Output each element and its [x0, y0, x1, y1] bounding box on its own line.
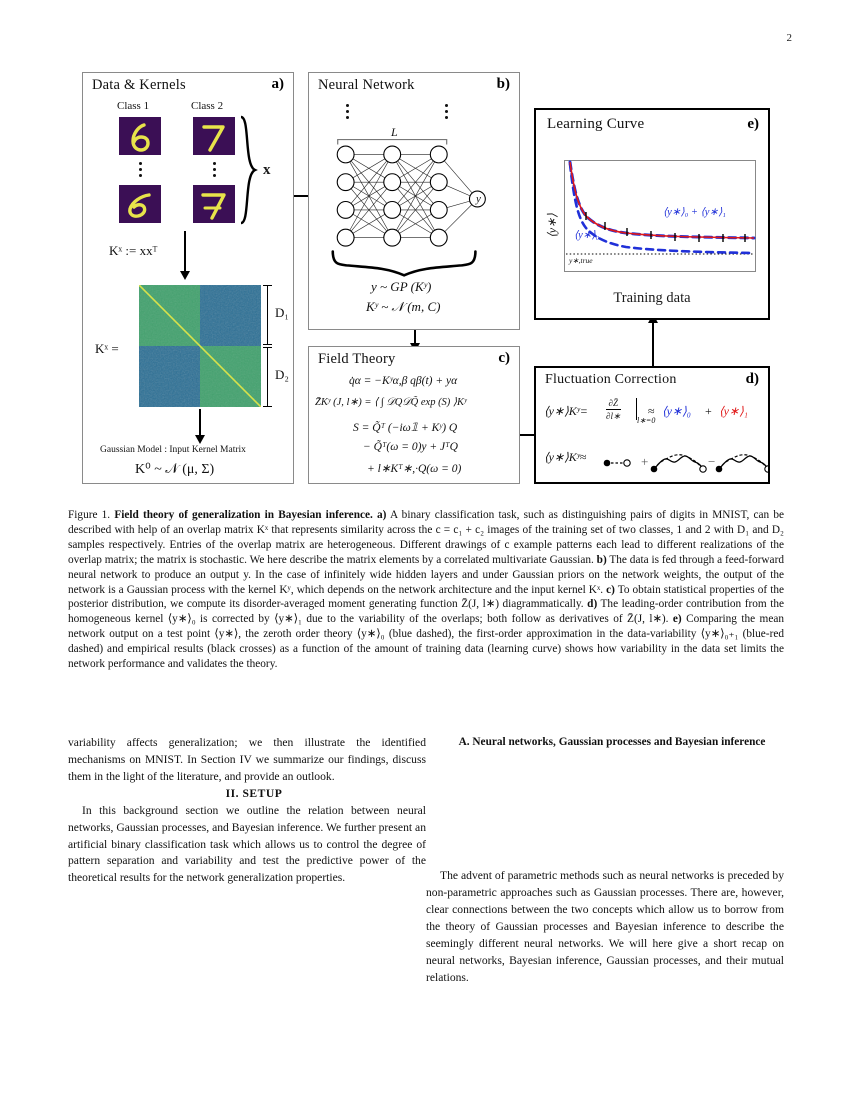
data-brace: [240, 115, 258, 225]
class-1-label: Class 1: [117, 100, 150, 112]
kernel-definition-eq: Kˣ := xxᵀ: [109, 243, 158, 258]
class-2-label: Class 2: [191, 100, 224, 112]
left-paragraph-1: In this background section we outline th…: [68, 803, 426, 885]
fluct-eq1-term0: ⟨y∗⟩₀: [662, 404, 691, 418]
dimension-label-d2: D₂: [275, 367, 289, 382]
legend-sum-label: ⟨y∗⟩₀ + ⟨y∗⟩₁: [663, 207, 726, 218]
digit-image-class2-bottom: [193, 185, 235, 223]
network-dots-right: [441, 101, 451, 122]
caption-label: Figure 1.: [68, 509, 111, 521]
figure-1: Data & Kernels a) Class 1 Class 2: [68, 64, 784, 494]
fraction-bar-vertical: [636, 398, 637, 420]
dimension-label-d1: D₁: [275, 305, 289, 320]
kernel-matrix-image: [139, 285, 261, 407]
panel-c-title: Field Theory: [318, 351, 396, 367]
panel-e-letter: e): [747, 116, 759, 132]
panel-neural-network: Neural Network b) L: [308, 72, 520, 330]
panel-b-title: Neural Network: [318, 77, 415, 93]
panel-c-letter: c): [498, 350, 510, 366]
gaussian-model-label: Gaussian Model : Input Kernel Matrix: [100, 445, 246, 455]
feynman-plus-sign: +: [641, 454, 649, 469]
digit-image-class2-top: [193, 117, 235, 155]
fluct-eq1-lhs: ⟨y∗⟩Kʸ=: [544, 404, 588, 418]
panel-d-title: Fluctuation Correction: [545, 372, 677, 387]
body-column-left: variability affects generalization; we t…: [68, 735, 426, 887]
vertical-dots-class1: [135, 159, 145, 180]
field-theory-eq-4: − Q̃ᵀ(ω = 0)y + JᵀQ: [363, 441, 458, 453]
caption-segment-text: The data is fed through a feed-forward n…: [68, 553, 784, 596]
baseline-true-label: y∗,true: [569, 256, 593, 265]
fluct-eq2-lhs: ⟨y∗⟩Kʸ≈: [544, 450, 587, 464]
neural-network-diagram: [331, 138, 486, 277]
figure-caption: Figure 1. Field theory of generalization…: [68, 508, 784, 672]
feynman-minus-sign: −: [708, 454, 716, 469]
fluct-eq1-plus: +: [705, 404, 712, 418]
fluct-eq1-term1: ⟨y∗⟩₁: [719, 404, 748, 418]
gp-equation-1: y ~ GP (Kʸ): [371, 279, 432, 294]
x-axis-label: Training data: [613, 290, 691, 306]
panel-e-title: Learning Curve: [547, 116, 645, 132]
connector-b-to-c: [410, 330, 419, 352]
caption-bold-title: Field theory of generalization in Bayesi…: [114, 509, 373, 521]
panel-b-letter: b): [496, 76, 510, 92]
caption-body: a) A binary classification task, such as…: [68, 509, 784, 670]
field-theory-eq-3: S = Q̃ᵀ (−iω𝟙 + Kʸ) Q: [353, 422, 458, 434]
panel-fluctuation-correction: Fluctuation Correction d) ⟨y∗⟩Kʸ= ∂Z̄ ∂l…: [534, 366, 770, 484]
panel-learning-curve: Learning Curve e) ⟨y∗⟩: [534, 108, 770, 320]
caption-segment-text: The leading-order contribution from the …: [68, 598, 785, 626]
digit-image-class1-top: [119, 117, 161, 155]
body-column-right: A. Neural networks, Gaussian processes a…: [426, 735, 784, 987]
network-depth-label: L: [391, 125, 398, 139]
digit-image-class1-bottom: [119, 185, 161, 223]
fluct-eq1-condition: l∗=0: [637, 416, 656, 425]
caption-segment-text: A binary classification task, such as di…: [68, 509, 785, 566]
caption-panel-letter: c): [606, 583, 615, 596]
field-theory-eq-2: Z̄Kʸ (J, l∗) = ⟨ ∫ 𝒟Q𝒟Q̃ exp (S) ⟩Kʸ: [315, 397, 467, 408]
legend-zeroth-label: ⟨y∗⟩₀: [574, 230, 600, 241]
caption-panel-letter: b): [596, 553, 607, 566]
network-dots-left: [342, 101, 352, 122]
y-axis-label: ⟨y∗⟩: [544, 213, 559, 238]
kernel-matrix-lhs: Kˣ =: [95, 341, 119, 356]
field-theory-eq-5: + l∗Kᵀ∗,·Q(ω = 0): [367, 463, 462, 475]
page-number: 2: [786, 32, 793, 44]
left-continuation-paragraph: variability affects generalization; we t…: [68, 736, 426, 783]
data-matrix-label-x: x: [263, 162, 271, 178]
panel-data-and-kernels: Data & Kernels a) Class 1 Class 2: [82, 72, 294, 484]
section-heading-setup: II. SETUP: [225, 786, 283, 800]
subsection-heading-nn-gp-bayes: A. Neural networks, Gaussian processes a…: [458, 736, 766, 748]
caption-segment-text: Comparing the mean network output on a t…: [68, 613, 784, 671]
feynman-diagrams: [603, 454, 768, 473]
caption-panel-letter: e): [672, 613, 682, 626]
field-theory-eq-1: q̇α = −Kʸα,β qβ(t) + yα: [349, 375, 458, 387]
fraction-numerator: ∂Z̄: [608, 398, 618, 408]
fluct-eq1-fraction: ∂Z̄ ∂l∗: [606, 398, 621, 422]
learning-curve-plot: [564, 160, 756, 272]
arrow-to-gaussian-model: [195, 409, 204, 444]
caption-segment-text: To obtain statistical properties of the …: [68, 583, 784, 611]
connector-d-to-e: [648, 314, 657, 366]
fraction-denominator: ∂l∗: [606, 411, 621, 421]
dimension-bar-d2: [263, 347, 272, 407]
dimension-bar-d1: [263, 285, 272, 345]
vertical-dots-class2: [209, 159, 219, 180]
right-paragraph-1: The advent of parametric methods such as…: [426, 869, 784, 984]
panel-a-letter: a): [271, 76, 285, 92]
panel-a-title: Data & Kernels: [92, 77, 186, 93]
gp-equation-2: Kʸ ~ 𝒩 (m, C): [366, 299, 441, 314]
gaussian-model-equation: K⁰ ~ 𝒩 (μ, Σ): [135, 462, 215, 477]
caption-panel-letter: d): [587, 598, 598, 611]
panel-d-letter: d): [745, 371, 759, 387]
caption-panel-letter: a): [377, 509, 387, 521]
panel-field-theory: Field Theory c) q̇α = −Kʸα,β qβ(t) + yα …: [308, 346, 520, 484]
arrow-to-kernel: [180, 231, 189, 280]
fluct-eq1-approx: ≈: [648, 404, 655, 418]
network-output-label: y: [476, 193, 481, 205]
